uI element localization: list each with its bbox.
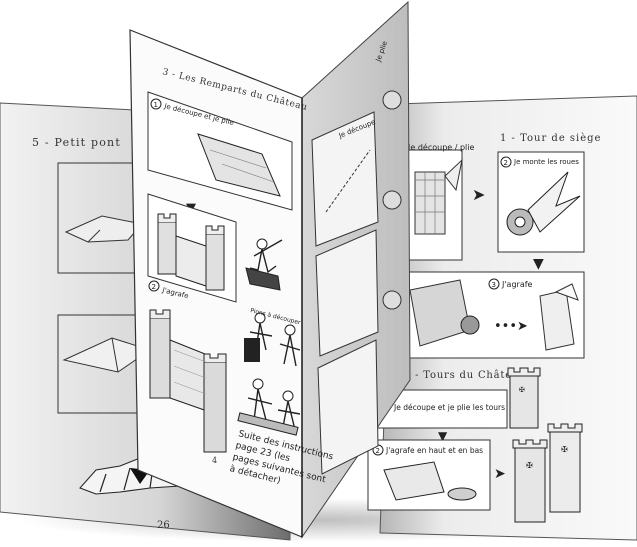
step-number-2b: 2 (376, 447, 380, 455)
arrow-down-2: ▼ (438, 429, 448, 443)
dots-arrow: •••➤ (494, 319, 528, 334)
cross-icon-3: ✠ (561, 445, 568, 454)
tower-illustration-1: ✠ (507, 367, 541, 429)
right-section-step1: Je découpe et je plie les tours (393, 403, 505, 412)
right-page: 1 - Tour de siège Je découpe / plie ➤ 2 … (367, 95, 637, 541)
step-number-1: 1 (154, 101, 158, 109)
center-page-number: 4 (212, 456, 217, 465)
right-step2-label: Je monte les roues (513, 158, 579, 166)
arrow-right-1: ➤ (472, 185, 485, 204)
center-castle-illustration (149, 309, 227, 453)
step-number-2: 2 (504, 159, 508, 167)
right-section-box-2: 2 J'agrafe en haut et en bas (367, 439, 491, 511)
left-page-title: 5 - Petit pont (32, 136, 121, 149)
right-step-box-1: Je découpe / plie (403, 142, 474, 261)
step-number-3: 3 (492, 281, 496, 289)
arrow-down-1: ▼ (533, 256, 544, 272)
center-figures-illustration: Pions à découper (237, 238, 302, 436)
arrow-right-2: ➤ (494, 466, 506, 482)
right-step-box-2: 2 Je monte les roues (497, 151, 585, 253)
tower-illustration-2: ✠ ✠ (512, 423, 583, 523)
center-page: 3 - Les Remparts du Château 1 Je découpe… (129, 29, 334, 538)
center-step-box-2: 2 J'agrafe (147, 193, 237, 303)
right-section-title: 2 - Tours du Château (404, 370, 526, 381)
center-leaf-back: Je découpe Je plie (301, 0, 411, 539)
step-number-2c: 2 (152, 283, 156, 291)
right-section-step2: J'agrafe en haut et en bas (385, 446, 483, 455)
right-page-title: 1 - Tour de siège (500, 133, 601, 144)
right-step-top-label: Je découpe / plie (407, 142, 474, 152)
left-page-number: 26 (157, 520, 170, 531)
cross-icon: ✠ (519, 386, 525, 394)
right-step-box-3: 3 J'agrafe •••➤ (407, 271, 585, 359)
cross-icon-2: ✠ (526, 461, 533, 470)
right-step3-label: J'agrafe (501, 280, 533, 289)
